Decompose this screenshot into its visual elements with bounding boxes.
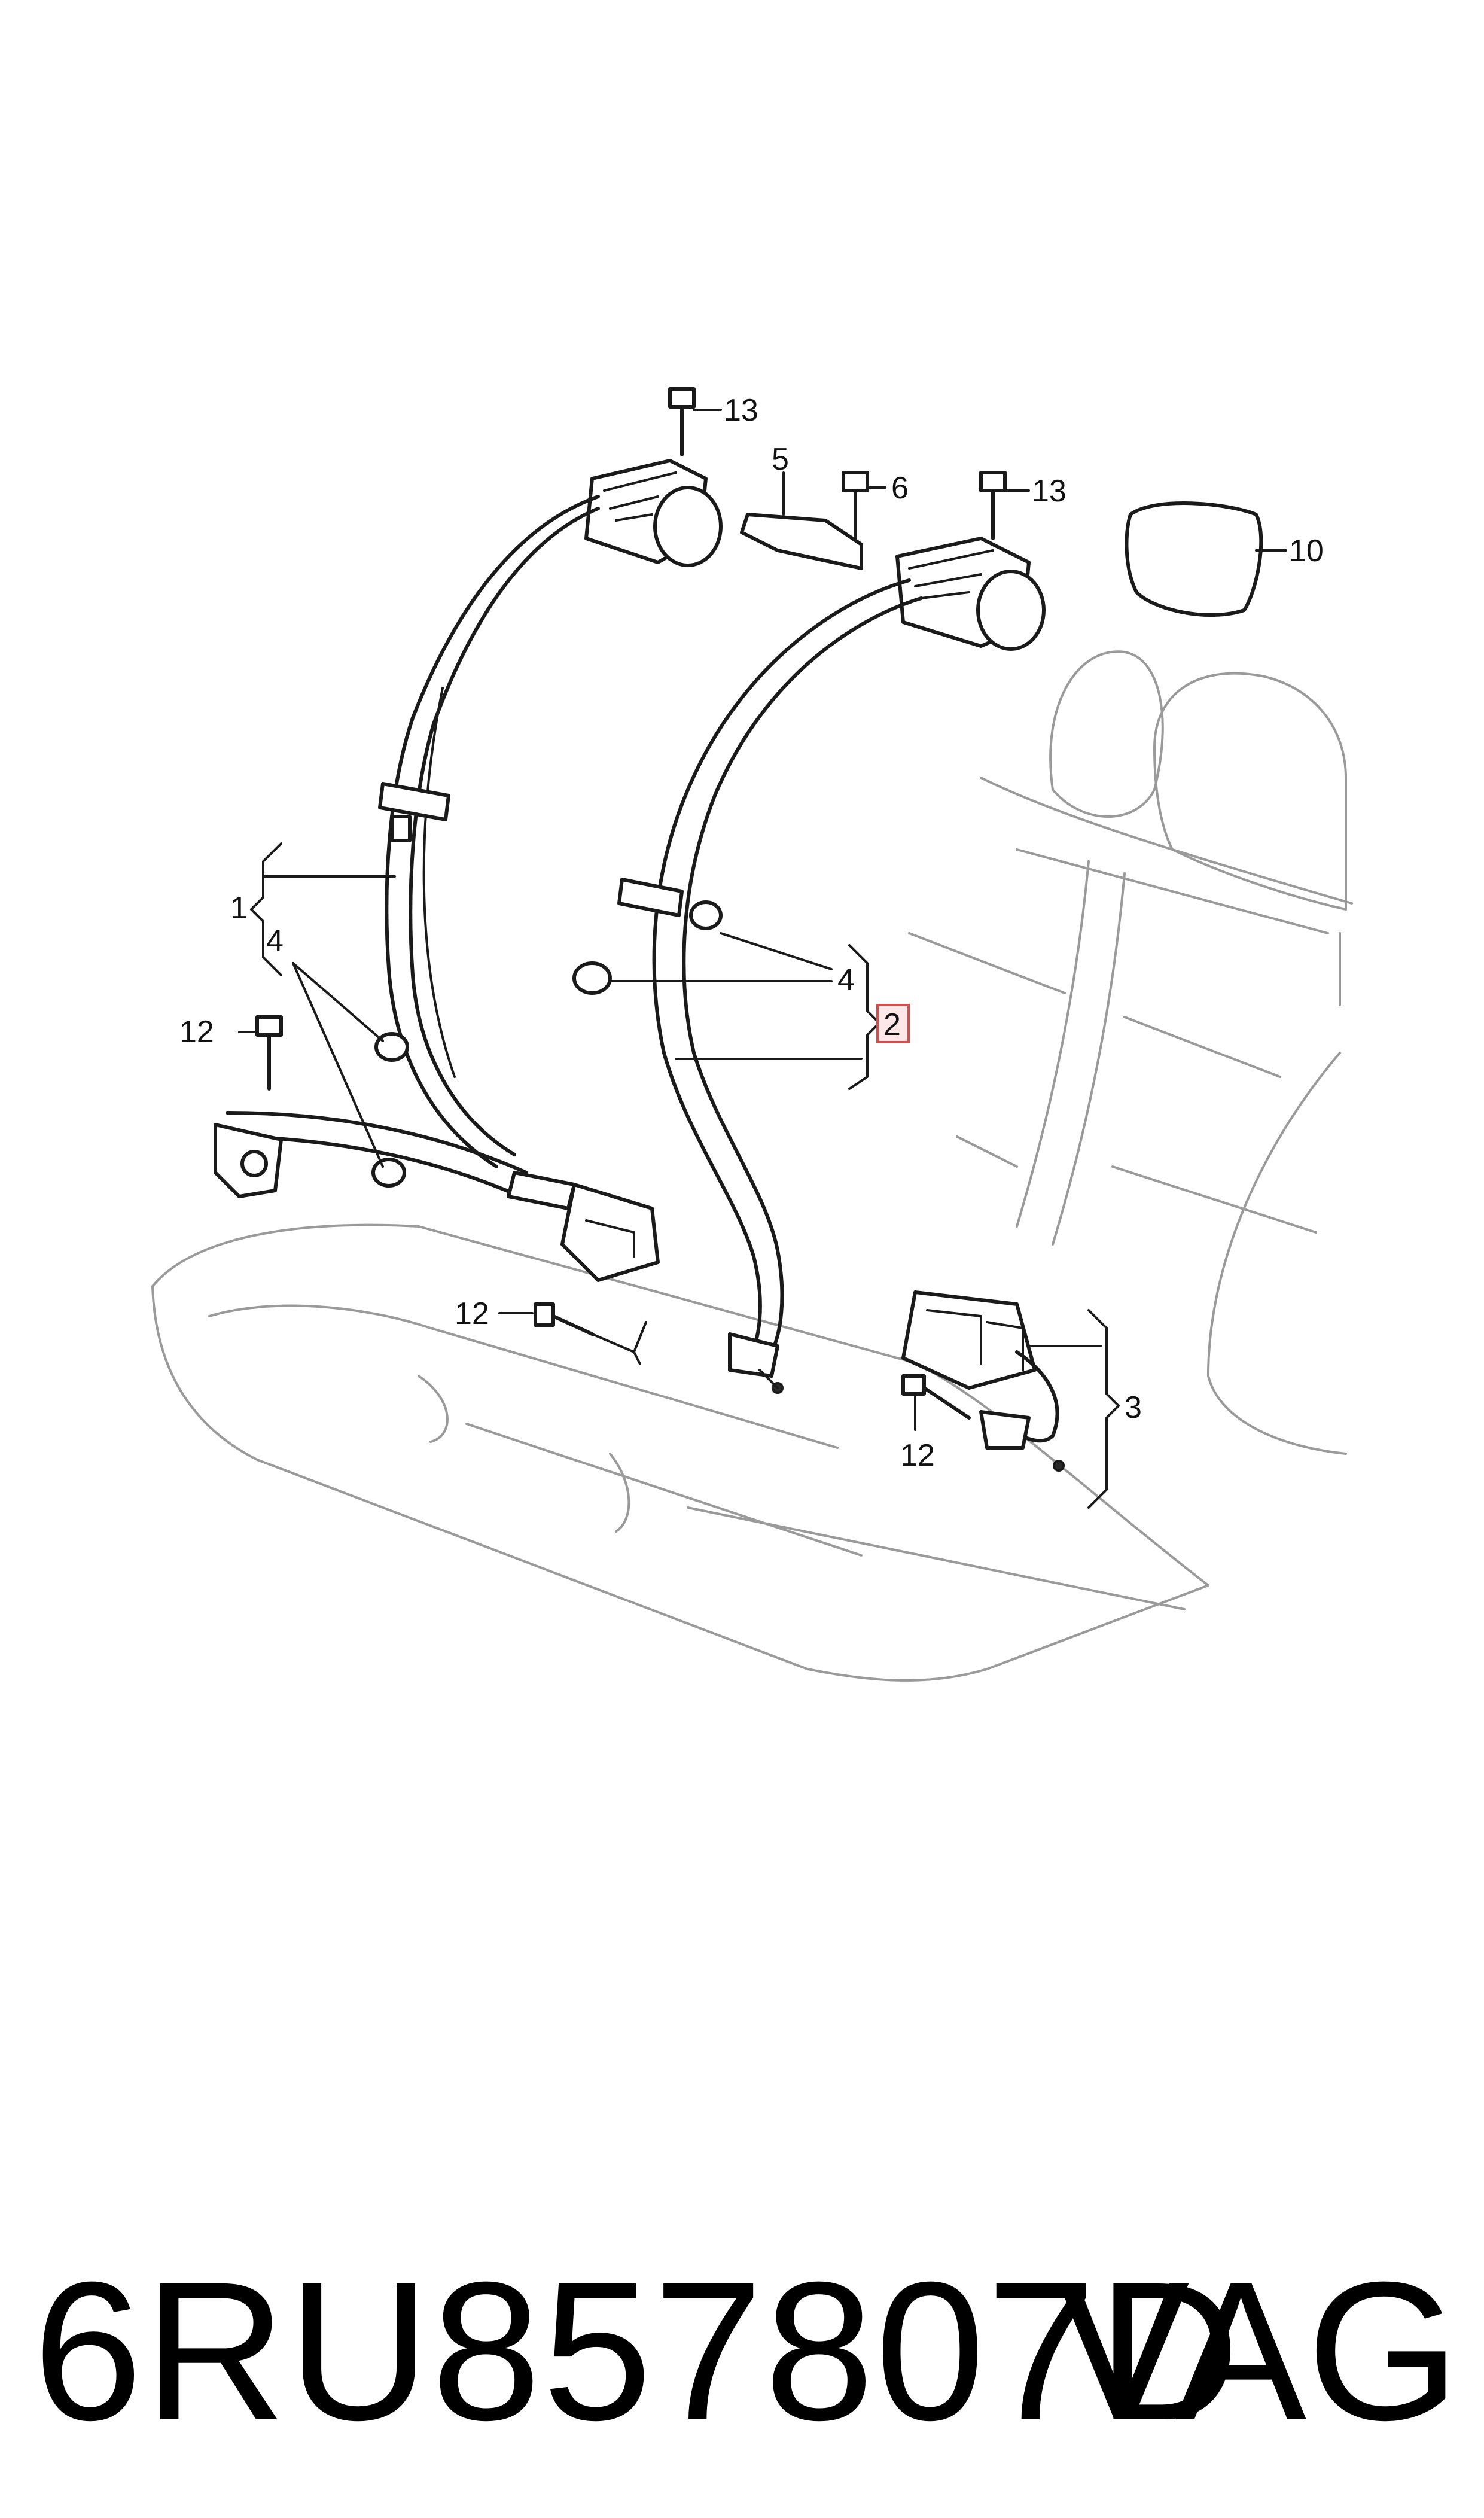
callout-4-left: 4 xyxy=(266,924,284,958)
callout-12-left: 12 xyxy=(179,1015,214,1049)
callout-10: 10 xyxy=(1289,534,1324,568)
callout-2: 2 xyxy=(883,1007,901,1042)
callout-3: 3 xyxy=(1125,1390,1142,1425)
small-parts xyxy=(255,387,1263,1420)
callout-1: 1 xyxy=(230,891,248,925)
callout-6: 6 xyxy=(891,471,909,506)
callout-13-left: 13 xyxy=(724,393,758,428)
callouts: 13 5 6 13 10 1 4 4 2 12 12 3 12 xyxy=(179,393,1324,1473)
brand-label: VAG xyxy=(1058,2240,1460,2461)
highlight-box-2 xyxy=(876,1004,910,1043)
leader-lines xyxy=(238,409,1287,1509)
part-number: 6RU857807D xyxy=(33,2240,1241,2461)
callout-5: 5 xyxy=(772,442,789,477)
callout-12-middle: 12 xyxy=(455,1296,489,1331)
belt-assembly-2 xyxy=(617,537,1046,1394)
parts-diagram: 13 5 6 13 10 1 4 4 2 12 12 3 12 xyxy=(151,387,1353,1682)
footer: 6RU857807D VAG xyxy=(0,2225,1484,2477)
rear-seat-outline xyxy=(151,650,1353,1682)
belt-assembly-1 xyxy=(214,459,723,1282)
callout-4-right: 4 xyxy=(837,963,855,997)
buckle-assembly-3 xyxy=(901,1290,1065,1472)
callout-13-right: 13 xyxy=(1032,474,1066,509)
callout-12-right: 12 xyxy=(900,1438,935,1473)
